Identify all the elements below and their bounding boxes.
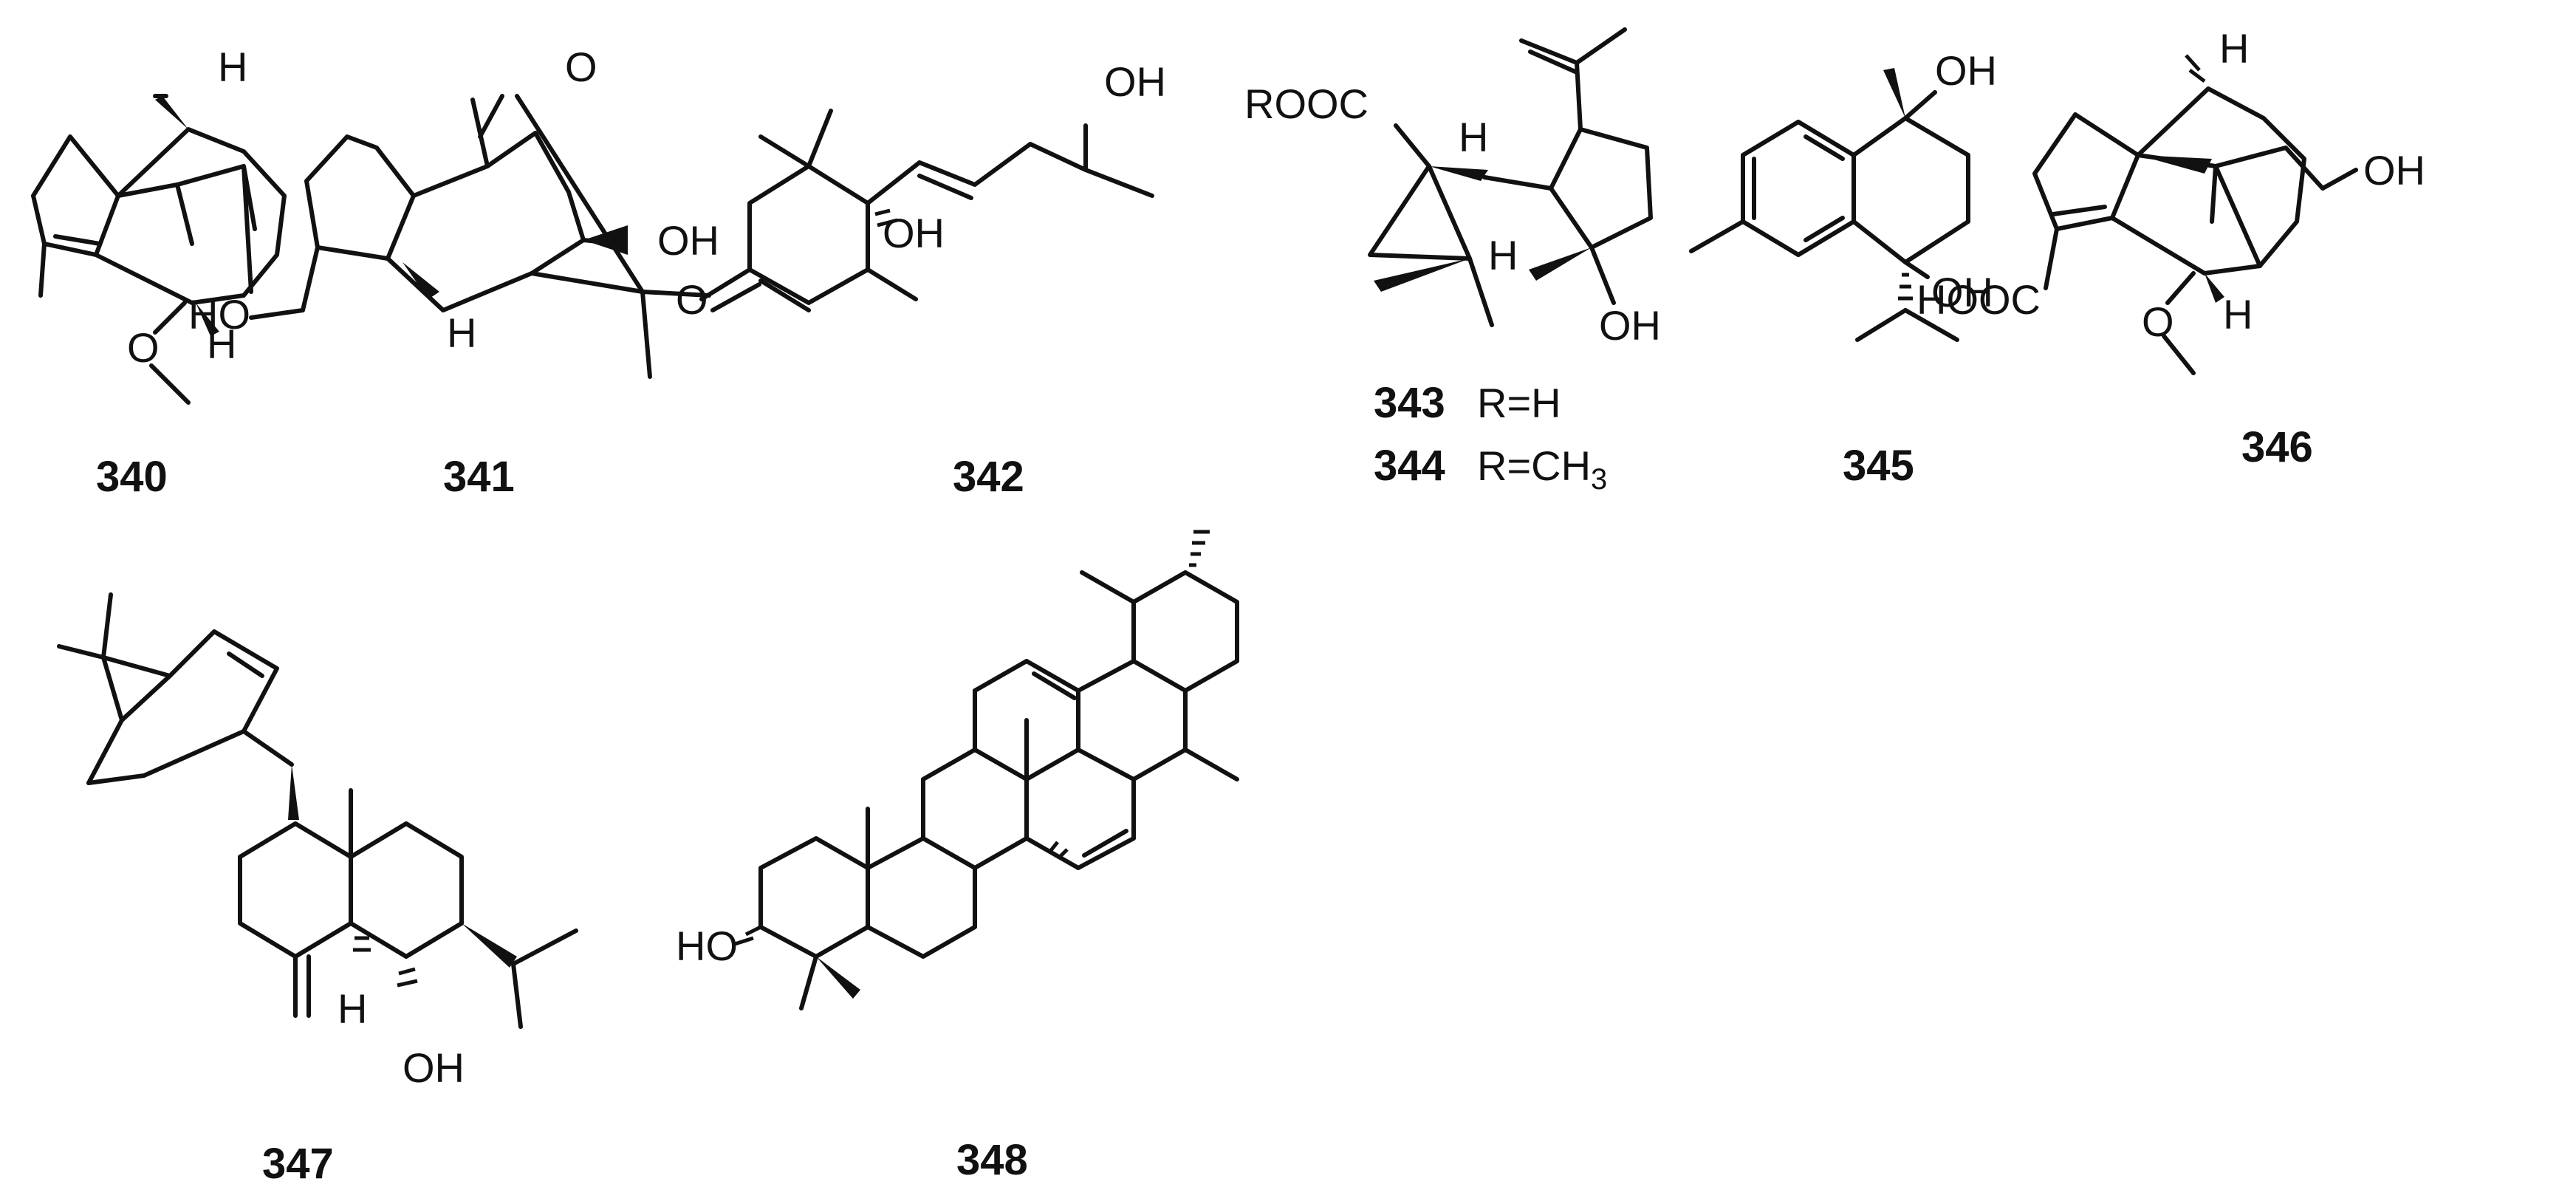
r-group-343: R=H (1477, 380, 1561, 426)
compound-label-343: 343 (1374, 379, 1445, 427)
atom-o: O (565, 44, 597, 90)
atom-h: H (2223, 291, 2253, 338)
atom-hooc: HOOC (1916, 276, 2041, 323)
compound-label: 340 (96, 453, 168, 501)
structure-343-344: ROOC H H OH 343 R=H 344 R=CH3 (1244, 27, 1661, 496)
compound-label: 348 (956, 1136, 1028, 1184)
atom-oh: OH (402, 1044, 465, 1091)
structure-348: HO 348 (676, 530, 1239, 1184)
atom-oh: OH (1935, 47, 1997, 94)
structure-340: H H O 340 (31, 44, 287, 501)
atom-rooc: ROOC (1244, 81, 1368, 127)
atom-oh: OH (2363, 147, 2425, 194)
structure-342: OH OH O 342 (676, 58, 1166, 501)
compound-label: 342 (953, 453, 1024, 501)
r-group-344: R=CH3 (1477, 442, 1607, 496)
compound-label: 347 (262, 1140, 334, 1188)
atom-o: O (127, 324, 160, 371)
atom-oh: OH (657, 217, 719, 264)
atom-h: H (1459, 114, 1488, 160)
atom-h: H (1488, 232, 1518, 278)
atom-oh: OH (1931, 269, 1993, 315)
atom-o: O (2142, 298, 2174, 345)
atom-oh: OH (1104, 58, 1166, 105)
compound-label: 341 (443, 453, 515, 501)
atom-h: H (338, 985, 367, 1032)
atom-ho: HO (188, 291, 250, 338)
compound-label: 346 (2241, 423, 2313, 471)
structure-346: H OH HOOC H O 346 (1916, 25, 2425, 471)
atom-h: H (207, 321, 236, 367)
compound-label: 345 (1843, 442, 1914, 490)
atom-ho: HO (676, 923, 738, 969)
atom-h: H (2219, 25, 2249, 72)
structure-341: O OH HO H 341 (188, 44, 719, 501)
atom-oh: OH (883, 210, 945, 256)
atom-h: H (218, 44, 247, 90)
compound-label-344: 344 (1374, 442, 1445, 490)
atom-o: O (676, 276, 708, 323)
structure-345: OH OH 345 (1689, 47, 1997, 490)
structure-347: H OH 347 (57, 592, 578, 1188)
atom-h: H (447, 309, 476, 356)
atom-oh: OH (1599, 302, 1661, 349)
